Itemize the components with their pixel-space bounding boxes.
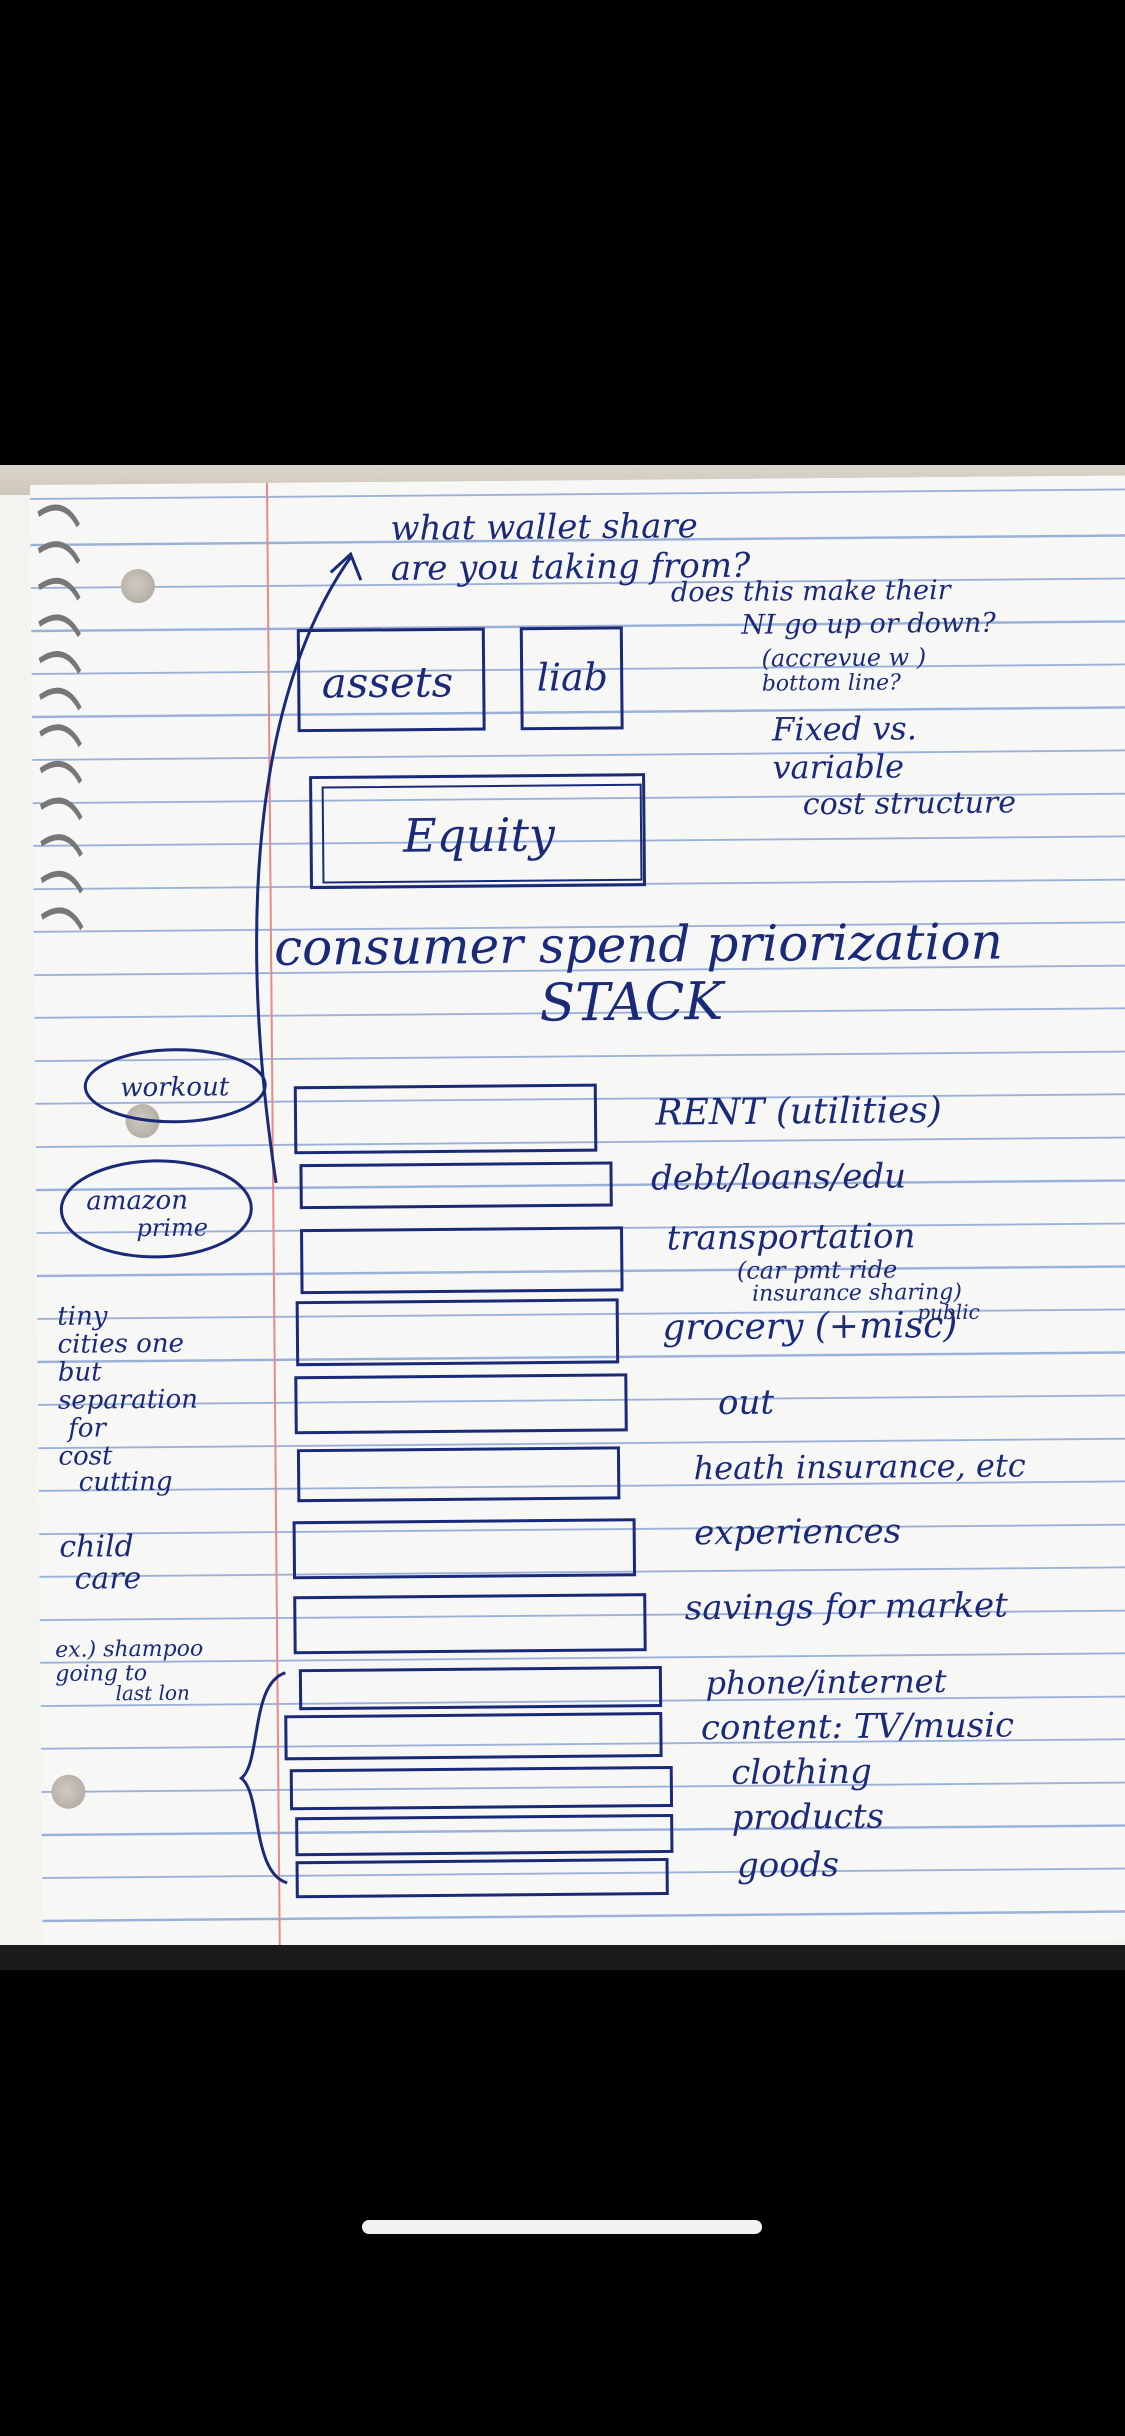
note-wallet-share-2: are you taking from? — [391, 546, 752, 589]
label-assets: assets — [322, 657, 454, 707]
side-note-1: tiny — [57, 1301, 108, 1331]
box-assets — [296, 627, 486, 733]
note-fixed-1: Fixed vs. — [771, 709, 917, 748]
stack-label-products: products — [731, 1797, 884, 1838]
stack-label-phone: phone/internet — [705, 1662, 946, 1702]
handwritten-notes: what wallet share are you taking from? d… — [55, 506, 1026, 1899]
stack-label-grocery: grocery (+misc) — [662, 1305, 957, 1349]
box-liab — [519, 626, 624, 731]
note-ni-2: NI go up or down? — [740, 608, 996, 641]
oval-prime: prime — [136, 1213, 208, 1242]
stack-label-transport-detail-3: public — [917, 1300, 980, 1325]
stack-label-rent: RENT (utilities) — [654, 1090, 942, 1134]
stack-label-content: content: TV/music — [701, 1705, 1015, 1748]
side-note-example-3: last lon — [115, 1681, 190, 1706]
side-note-child-2: care — [74, 1561, 141, 1597]
heading-stack: STACK — [539, 972, 726, 1034]
note-ni-4: bottom line? — [762, 670, 902, 696]
stack-label-transport-detail-2: insurance sharing) — [752, 1280, 962, 1307]
stack-label-out: out — [718, 1383, 775, 1423]
box-equity — [309, 773, 647, 890]
side-note-child-1: child — [59, 1529, 134, 1565]
stack-label-goods: goods — [737, 1845, 839, 1886]
stack-label-savings: savings for market — [685, 1586, 1009, 1629]
stack-boxes — [284, 1083, 674, 1899]
side-note-6: cost — [58, 1441, 113, 1471]
stack-label-transportation: transportation — [666, 1216, 915, 1258]
label-equity: Equity — [402, 807, 556, 862]
heading-consumer-spend: consumer spend priorization — [274, 913, 1003, 977]
oval-workout: workout — [120, 1072, 230, 1103]
label-liab: liab — [537, 655, 609, 700]
side-note-example-2: going to — [55, 1661, 147, 1687]
side-note-4: separation — [58, 1385, 198, 1416]
oval-amazon: amazon — [86, 1186, 188, 1217]
note-ni-1: does this make their — [671, 575, 953, 608]
stack-label-transport-detail-1: (car pmt ride — [737, 1255, 898, 1284]
side-note-3: but — [58, 1357, 103, 1387]
spiral-binding — [37, 504, 84, 931]
side-note-5: for — [66, 1413, 108, 1443]
note-ni-3: (accrevue w ) — [761, 643, 926, 672]
side-note-7: cutting — [79, 1467, 173, 1498]
notebook-photo: what wallet share are you taking from? d… — [0, 465, 1125, 1970]
stack-label-debt: debt/loans/edu — [651, 1156, 906, 1198]
note-wallet-share-1: what wallet share — [390, 506, 698, 549]
home-indicator[interactable] — [362, 2220, 762, 2234]
note-fixed-3: cost structure — [803, 785, 1017, 822]
side-note-2: cities one — [57, 1329, 184, 1360]
stack-label-experiences: experiences — [694, 1511, 901, 1553]
stack-label-clothing: clothing — [731, 1752, 872, 1793]
desk-edge — [0, 1945, 1125, 1970]
stack-label-health: heath insurance, etc — [693, 1446, 1025, 1487]
notebook-page: what wallet share are you taking from? d… — [30, 475, 1125, 1950]
note-fixed-2: variable — [772, 747, 904, 786]
side-note-example-1: ex.) shampoo — [55, 1637, 203, 1663]
